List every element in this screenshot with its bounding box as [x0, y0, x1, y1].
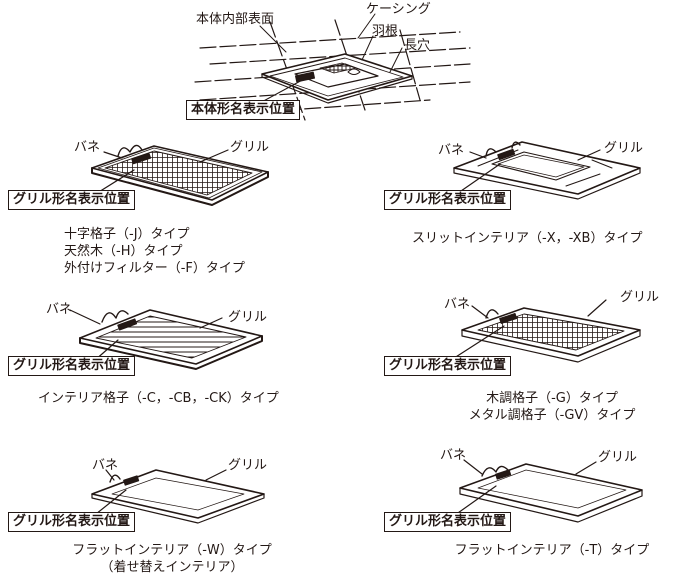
grille-label-6: グリル: [598, 450, 638, 465]
grille-label-1: グリル: [230, 140, 270, 155]
spring-label-1: バネ: [74, 140, 101, 155]
panel-4-caption-line-1: 木調格子（-G）タイプ: [486, 391, 618, 406]
grille-illustration-3: [69, 309, 263, 370]
panel-5-caption-line-1: フラットインテリア（-W）タイプ: [72, 543, 272, 558]
ceiling-unit-illustration: [194, 13, 471, 121]
grille-label-3: グリル: [228, 310, 268, 325]
body-inner-surface-label: 本体内部表面: [196, 12, 275, 27]
grille-position-box-3: グリル形名表示位置: [8, 356, 136, 376]
spring-label-5: バネ: [92, 458, 119, 473]
panel-1-caption-line-1: 十字格子（-J）タイプ: [64, 227, 190, 242]
grille-label-5: グリル: [228, 458, 268, 473]
grille-illustration-4: [447, 299, 641, 363]
casing-label: ケーシング: [366, 2, 431, 17]
grille-position-box-2: グリル形名表示位置: [384, 190, 512, 210]
grille-position-box-5: グリル形名表示位置: [8, 512, 136, 532]
panel-2-caption-line-1: スリットインテリア（-X，-XB）タイプ: [412, 231, 643, 246]
panel-3-caption-line-1: インテリア格子（-C，-CB，-CK）タイプ: [38, 391, 279, 406]
grille-position-box-1: グリル形名表示位置: [8, 190, 136, 210]
long-hole-label: 長穴: [404, 38, 431, 53]
panel-1-caption-line-3: 外付けフィルター（-F）タイプ: [64, 261, 245, 276]
grille-label-2: グリル: [604, 141, 644, 156]
spring-label-2: バネ: [438, 143, 465, 158]
spring-label-3: バネ: [46, 302, 73, 317]
hane-label: 羽根: [372, 24, 399, 39]
grille-label-4: グリル: [620, 290, 660, 305]
panel-1-caption-line-2: 天然木（-H）タイプ: [64, 244, 183, 259]
grille-position-box-4: グリル形名表示位置: [384, 356, 512, 376]
panel-6-caption-line-1: フラットインテリア（-T）タイプ: [454, 543, 650, 558]
panel-5-caption-line-2: （着せ替えインテリア）: [100, 560, 244, 575]
grille-position-box-6: グリル形名表示位置: [384, 512, 512, 532]
grille-illustration-6: [447, 459, 643, 523]
panel-4-caption-line-2: メタル調格子（-GV）タイプ: [468, 408, 636, 423]
model-label-position-box: 本体形名表示位置: [186, 100, 301, 120]
grille-illustration-1: [85, 144, 269, 206]
spring-label-4: バネ: [444, 297, 471, 312]
spring-label-6: バネ: [440, 448, 467, 463]
